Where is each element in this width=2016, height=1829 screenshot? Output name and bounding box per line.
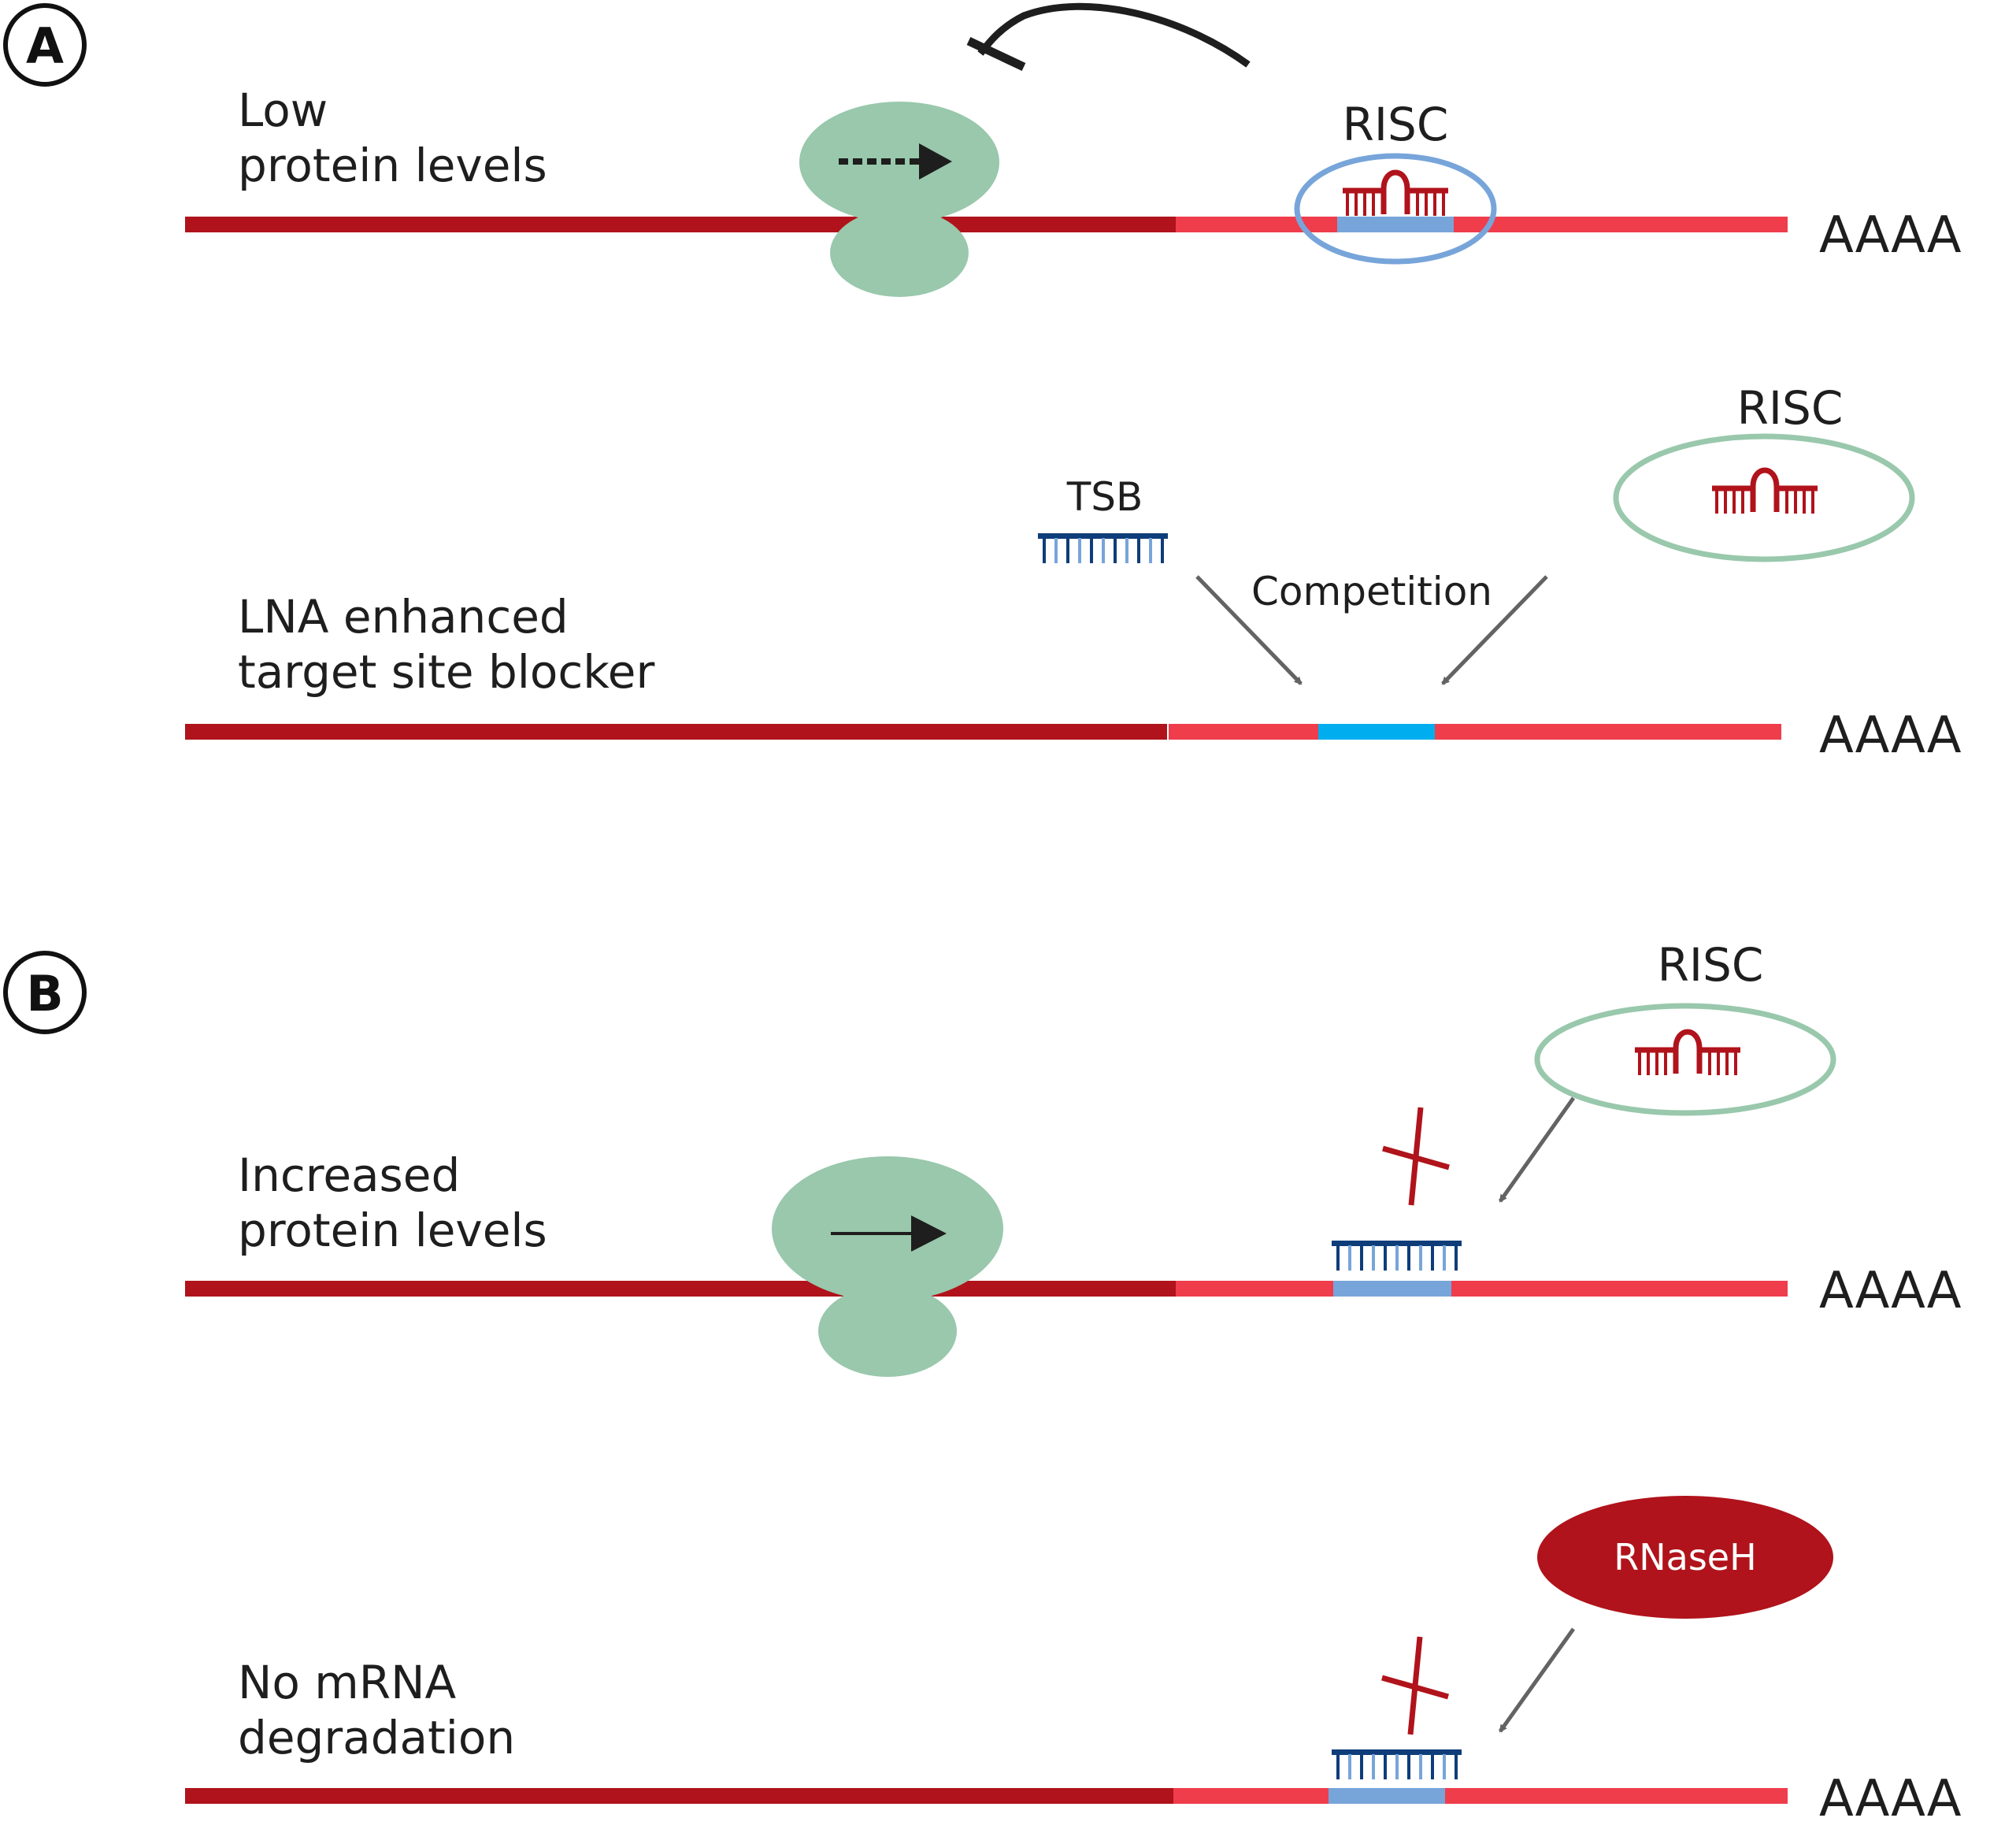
rnaseh-enzyme: RNaseH (1537, 1496, 1833, 1619)
caption-line-2: degradation (238, 1711, 515, 1764)
tsb-base (1090, 538, 1093, 563)
risc-arrow (1441, 575, 1548, 685)
caption-line-2: protein levels (238, 1204, 547, 1257)
target-site (1329, 1788, 1445, 1804)
caption-line-1: Increased (238, 1148, 460, 1202)
tsb-base (1149, 538, 1152, 563)
row-lna-tsb: LNA enhanced target site blocker AAAA TS… (185, 381, 1962, 765)
risc-free-complex (1613, 433, 1915, 562)
tsb-base (1348, 1245, 1351, 1271)
tsb-arrow (1195, 575, 1303, 685)
tsb-base (1431, 1245, 1434, 1271)
block-x-icon (1382, 1107, 1450, 1206)
mrna-cds (185, 1788, 1173, 1804)
risc-bound-complex (1294, 153, 1497, 265)
tsb-base (1125, 538, 1128, 563)
panel-b-letter: B (26, 965, 63, 1022)
tsb-base (1384, 1754, 1387, 1779)
tsb-base (1407, 1245, 1410, 1271)
mirna-target-site (1337, 217, 1454, 232)
target-site-competition (1318, 724, 1435, 740)
tsb-base (1372, 1245, 1375, 1271)
tsb-base (1066, 538, 1069, 563)
tsb-base (1384, 1245, 1387, 1271)
tsb-base (1443, 1245, 1446, 1271)
competition-label: Competition (1251, 569, 1492, 614)
row-increased-protein: Increased protein levels AAAA RISC (185, 938, 1962, 1377)
block-x-icon (1381, 1636, 1449, 1735)
mirna-icon (1635, 1029, 1740, 1075)
tsb-base (1455, 1754, 1458, 1779)
translation-arrowhead (911, 1215, 947, 1252)
mrna-cds (185, 217, 1176, 232)
panel-b-badge: B (3, 951, 87, 1034)
risc-label: RISC (1737, 381, 1844, 435)
poly-a-tail: AAAA (1819, 206, 1962, 265)
tsb-base (1336, 1754, 1340, 1779)
blocked-rnaseh-arrow (1498, 1627, 1576, 1733)
mrna-cds (185, 1281, 1176, 1297)
mrna-utr (1176, 1281, 1788, 1297)
poly-a-tail: AAAA (1819, 707, 1962, 765)
tsb-base (1360, 1245, 1363, 1271)
tsb-base (1419, 1754, 1422, 1779)
rnaseh-label: RNaseH (1614, 1536, 1756, 1579)
tsb-base (1078, 538, 1081, 563)
caption-line-1: Low (238, 83, 328, 137)
tsb-base (1407, 1754, 1410, 1779)
tsb-base (1443, 1754, 1446, 1779)
mrna-utr (1173, 1788, 1788, 1804)
mirna-target-site (1333, 1281, 1451, 1297)
tsb-base (1360, 1754, 1363, 1779)
tsb-base (1455, 1245, 1458, 1271)
blocked-risc-arrow (1498, 1096, 1576, 1203)
tsb-base (1043, 538, 1046, 563)
caption-line-1: No mRNA (238, 1656, 456, 1709)
inhibition-arc (977, 2, 1251, 68)
risc-label: RISC (1343, 98, 1449, 151)
tsb-base (1114, 538, 1117, 563)
row-low-protein: Low protein levels AAAA RISC (185, 2, 1962, 297)
tsb-base (1395, 1245, 1399, 1271)
tsb-bound-icon (1332, 1241, 1462, 1271)
poly-a-tail: AAAA (1819, 1770, 1962, 1828)
tsb-base (1419, 1245, 1422, 1271)
tsb-backbone (1332, 1749, 1462, 1755)
tsb-base (1395, 1754, 1399, 1779)
ribosome (799, 102, 999, 297)
panel-b: B Increased protein levels AAAA RISC (3, 938, 1962, 1828)
tsb-base (1336, 1245, 1340, 1271)
caption-line-2: target site blocker (238, 645, 654, 699)
mrna-cds (185, 724, 1167, 740)
tsb-base (1054, 538, 1058, 563)
tsb-backbone (1038, 533, 1168, 539)
ribosome (772, 1156, 1003, 1377)
tsb-label: TSB (1066, 474, 1143, 520)
tsb-backbone (1332, 1241, 1462, 1246)
poly-a-tail: AAAA (1819, 1262, 1962, 1320)
tsb-base (1372, 1754, 1375, 1779)
mrna-utr (1176, 217, 1788, 232)
tsb-base (1137, 538, 1140, 563)
tsb-base (1348, 1754, 1351, 1779)
caption-line-2: protein levels (238, 139, 547, 192)
tsb-bound-icon (1332, 1749, 1462, 1779)
caption-line-1: LNA enhanced (238, 590, 569, 644)
panel-a-badge: A (3, 3, 87, 87)
risc-free-complex (1534, 1003, 1836, 1116)
tsb-base (1161, 538, 1164, 563)
translation-arrowhead (919, 143, 952, 180)
tsb-base (1102, 538, 1105, 563)
mirna-icon (1712, 467, 1818, 514)
mrna-utr (1169, 724, 1781, 740)
risc-label: RISC (1658, 938, 1764, 992)
mirna-icon (1343, 169, 1448, 216)
tsb-base (1431, 1754, 1434, 1779)
panel-a: A Low protein levels AAAA RISC (3, 2, 1962, 765)
row-no-degradation: No mRNA degradation AAAA RNaseH (185, 1496, 1962, 1828)
tsb-oligo-icon (1038, 533, 1168, 563)
panel-a-letter: A (26, 17, 64, 75)
inhibition-bar (966, 37, 1026, 71)
